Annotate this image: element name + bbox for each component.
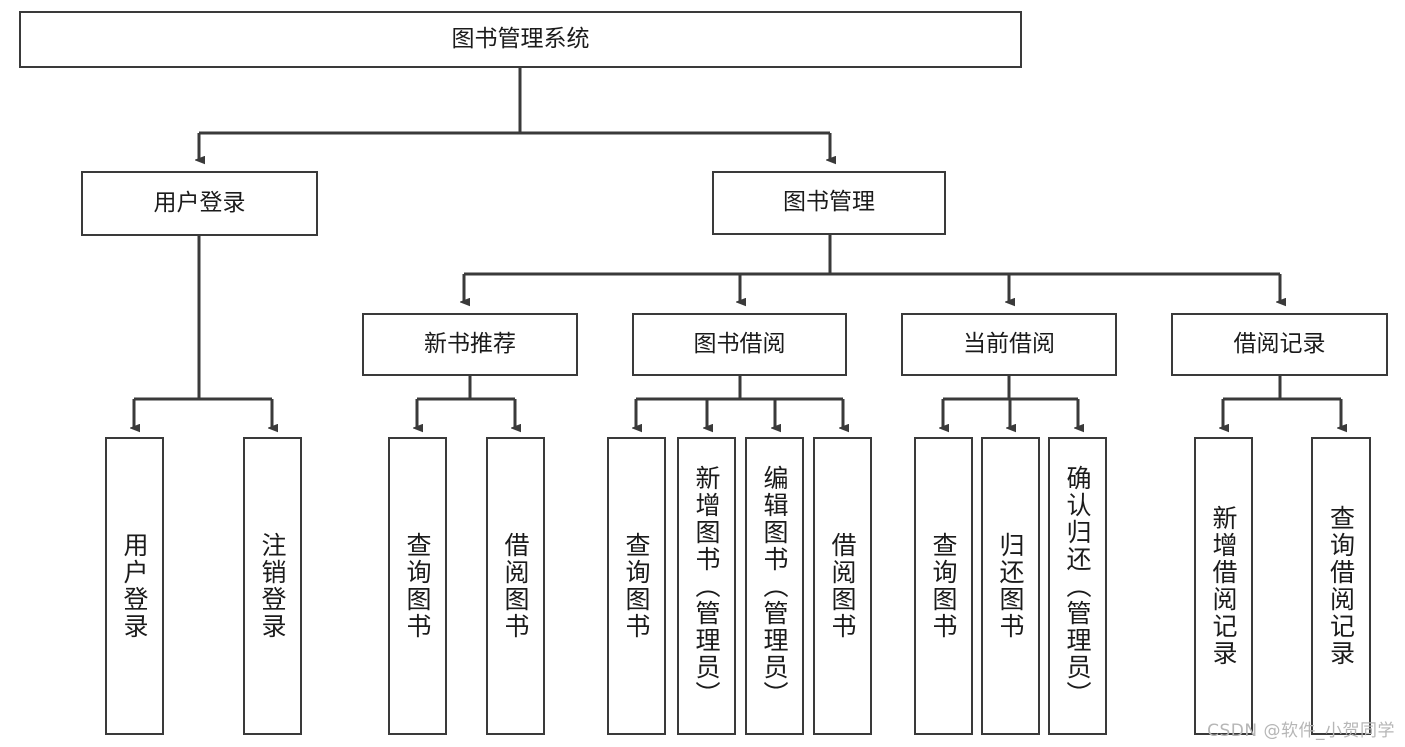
csdn-watermark: CSDN @软件_小贺同学 [1207,721,1395,741]
node-label: 新书推荐 [424,330,516,357]
leaf-book-borrow-edit-book-admin[interactable]: 编辑图书（管理员） [745,437,804,735]
node-root-book-management-system[interactable]: 图书管理系统 [19,11,1022,68]
node-book-borrow[interactable]: 图书借阅 [632,313,847,376]
node-label: 新增借阅记录 [1209,505,1238,667]
node-label: 新增图书（管理员） [692,464,721,708]
node-label: 编辑图书（管理员） [760,464,789,708]
node-label: 借阅图书 [828,532,857,640]
node-current-borrow[interactable]: 当前借阅 [901,313,1117,376]
leaf-new-book-borrow-book[interactable]: 借阅图书 [486,437,545,735]
leaf-user-login-logout[interactable]: 注销登录 [243,437,302,735]
node-label: 归还图书 [996,532,1025,640]
node-borrow-record[interactable]: 借阅记录 [1171,313,1388,376]
node-label: 查询图书 [929,532,958,640]
node-user-login[interactable]: 用户登录 [81,171,318,236]
node-label: 图书管理 [783,189,875,216]
node-label: 图书借阅 [693,330,786,357]
node-label: 借阅记录 [1233,330,1326,357]
node-label: 借阅图书 [501,532,530,640]
node-label: 确认归还（管理员） [1063,464,1092,708]
node-label: 用户登录 [120,532,149,640]
leaf-current-borrow-return-book[interactable]: 归还图书 [981,437,1040,735]
leaf-book-borrow-add-book-admin[interactable]: 新增图书（管理员） [677,437,736,735]
node-label: 注销登录 [258,532,287,640]
leaf-current-borrow-query-book[interactable]: 查询图书 [914,437,973,735]
node-label: 查询图书 [403,532,432,640]
node-label: 图书管理系统 [451,25,590,52]
node-label: 当前借阅 [963,330,1055,357]
node-label: 用户登录 [153,189,246,216]
leaf-current-borrow-confirm-return-admin[interactable]: 确认归还（管理员） [1048,437,1107,735]
leaf-user-login-login[interactable]: 用户登录 [105,437,164,735]
node-label: 查询借阅记录 [1326,505,1356,667]
leaf-book-borrow-borrow-book[interactable]: 借阅图书 [813,437,872,735]
leaf-new-book-query-book[interactable]: 查询图书 [388,437,447,735]
leaf-book-borrow-query-book[interactable]: 查询图书 [607,437,666,735]
leaf-borrow-record-query-record[interactable]: 查询借阅记录 [1311,437,1371,735]
node-book-management[interactable]: 图书管理 [712,171,946,235]
node-new-book-recommend[interactable]: 新书推荐 [362,313,578,376]
leaf-borrow-record-add-record[interactable]: 新增借阅记录 [1194,437,1253,735]
node-label: 查询图书 [622,532,651,640]
